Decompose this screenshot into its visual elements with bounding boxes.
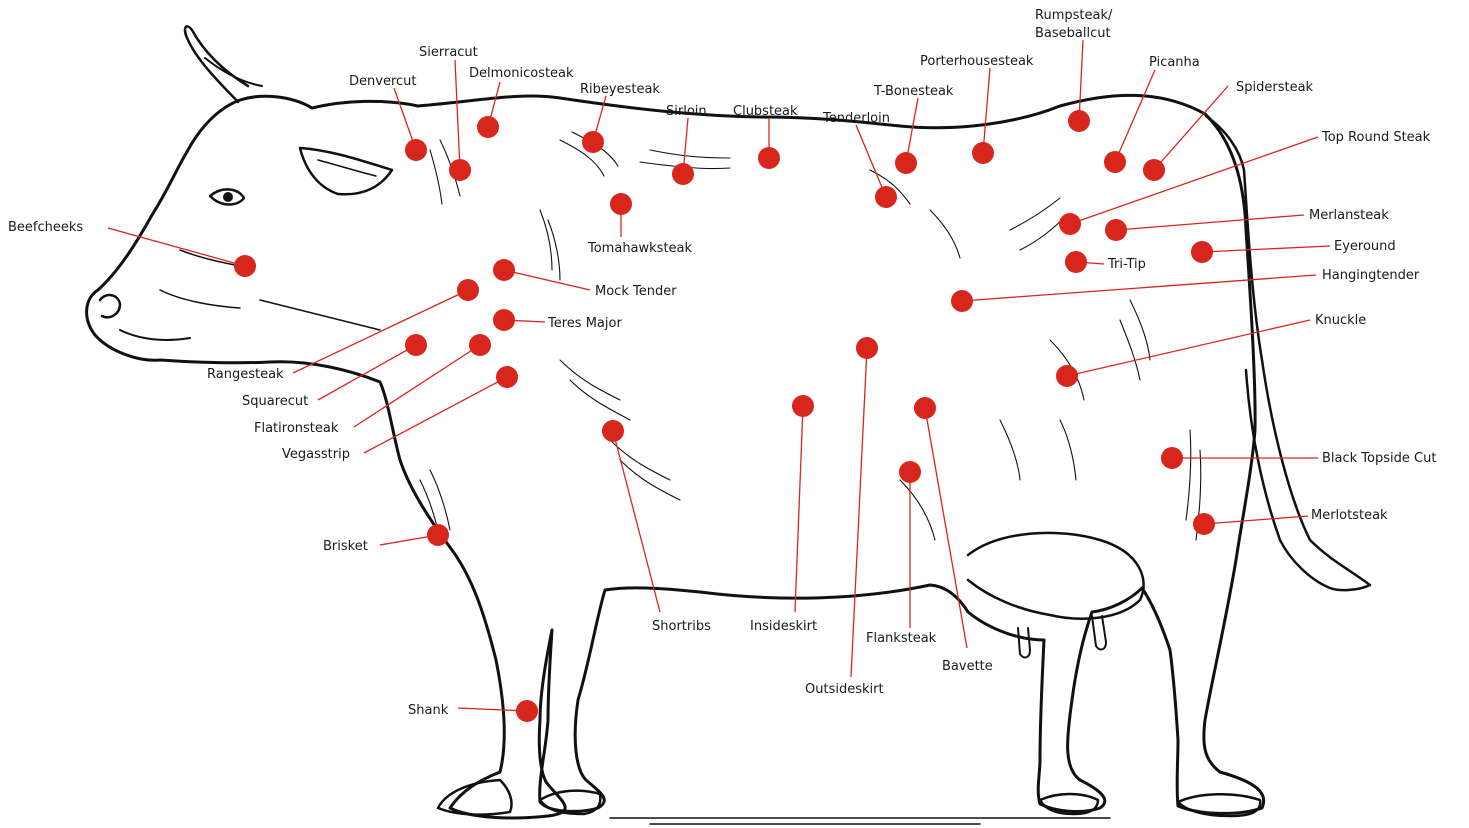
label-bavette: Bavette	[942, 659, 993, 674]
marker-beefcheeks[interactable]	[234, 255, 256, 277]
marker-merlansteak[interactable]	[1105, 219, 1127, 241]
marker-picanha[interactable]	[1104, 151, 1126, 173]
label-eyeround: Eyeround	[1334, 239, 1396, 254]
label-porterhousesteak: Porterhousesteak	[920, 54, 1034, 69]
marker-flatironsteak[interactable]	[469, 334, 491, 356]
marker-tenderloin[interactable]	[875, 186, 897, 208]
label-top-round-steak: Top Round Steak	[1321, 130, 1431, 145]
marker-brisket[interactable]	[427, 524, 449, 546]
marker-shortribs[interactable]	[602, 420, 624, 442]
label-mock-tender: Mock Tender	[595, 284, 677, 299]
marker-flanksteak[interactable]	[899, 461, 921, 483]
cut-leaders	[108, 40, 1330, 711]
label-teres-major: Teres Major	[547, 316, 622, 331]
marker-sirloin[interactable]	[672, 163, 694, 185]
label-merlotsteak: Merlotsteak	[1311, 508, 1388, 523]
label-tomahawksteak: Tomahawksteak	[587, 241, 693, 256]
marker-bavette[interactable]	[914, 397, 936, 419]
label-flatironsteak: Flatironsteak	[254, 421, 339, 436]
label-hangingtender: Hangingtender	[1322, 268, 1420, 283]
marker-insideskirt[interactable]	[792, 395, 814, 417]
marker-outsideskirt[interactable]	[856, 337, 878, 359]
marker-clubsteak[interactable]	[758, 147, 780, 169]
label-shank: Shank	[408, 703, 449, 718]
label-rumpsteak-line1: Rumpsteak/	[1035, 8, 1113, 23]
marker-rumpsteak[interactable]	[1068, 110, 1090, 132]
label-rumpsteak-line2: Baseballcut	[1035, 26, 1111, 41]
label-tri-tip: Tri-Tip	[1107, 257, 1146, 272]
label-t-bonesteak: T-Bonesteak	[873, 84, 954, 99]
marker-squarecut[interactable]	[405, 334, 427, 356]
label-flanksteak: Flanksteak	[866, 631, 937, 646]
label-outsideskirt: Outsideskirt	[805, 682, 884, 697]
marker-hangingtender[interactable]	[951, 290, 973, 312]
label-sierracut: Sierracut	[419, 45, 478, 60]
marker-shank[interactable]	[516, 700, 538, 722]
label-shortribs: Shortribs	[652, 619, 711, 634]
marker-merlotsteak[interactable]	[1193, 513, 1215, 535]
marker-vegasstrip[interactable]	[496, 366, 518, 388]
label-sirloin: Sirloin	[666, 104, 707, 119]
label-clubsteak: Clubsteak	[733, 104, 798, 119]
marker-knuckle[interactable]	[1056, 365, 1078, 387]
marker-sierracut[interactable]	[449, 159, 471, 181]
marker-mock-tender[interactable]	[493, 259, 515, 281]
label-rangesteak: Rangesteak	[207, 367, 284, 382]
label-insideskirt: Insideskirt	[750, 619, 817, 634]
label-brisket: Brisket	[323, 539, 368, 554]
marker-tomahawksteak[interactable]	[610, 193, 632, 215]
label-merlansteak: Merlansteak	[1309, 208, 1389, 223]
label-black-topside-cut: Black Topside Cut	[1322, 451, 1436, 466]
label-tenderloin: Tenderloin	[822, 111, 890, 126]
marker-porterhousesteak[interactable]	[972, 142, 994, 164]
marker-spidersteak[interactable]	[1143, 159, 1165, 181]
label-ribeyesteak: Ribeyesteak	[580, 82, 660, 97]
label-vegasstrip: Vegasstrip	[282, 447, 350, 462]
marker-top-round-steak[interactable]	[1059, 213, 1081, 235]
label-knuckle: Knuckle	[1315, 313, 1366, 328]
marker-teres-major[interactable]	[493, 309, 515, 331]
marker-eyeround[interactable]	[1191, 241, 1213, 263]
label-beefcheeks: Beefcheeks	[8, 220, 83, 235]
label-spidersteak: Spidersteak	[1236, 80, 1314, 95]
cut-markers	[234, 110, 1215, 722]
marker-t-bonesteak[interactable]	[895, 152, 917, 174]
label-picanha: Picanha	[1149, 55, 1200, 70]
label-denvercut: Denvercut	[349, 74, 416, 89]
marker-ribeyesteak[interactable]	[582, 131, 604, 153]
label-squarecut: Squarecut	[242, 394, 308, 409]
marker-denvercut[interactable]	[405, 139, 427, 161]
marker-tri-tip[interactable]	[1065, 251, 1087, 273]
marker-rangesteak[interactable]	[457, 279, 479, 301]
label-delmonicosteak: Delmonicosteak	[469, 66, 574, 81]
marker-black-topside-cut[interactable]	[1161, 447, 1183, 469]
marker-delmonicosteak[interactable]	[477, 116, 499, 138]
